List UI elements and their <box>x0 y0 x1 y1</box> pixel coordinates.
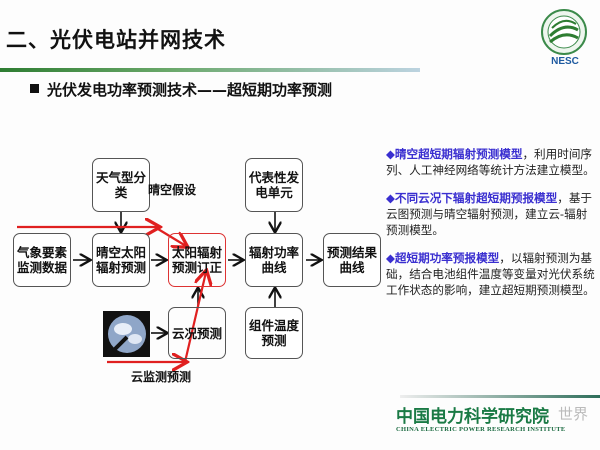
note-text: ，基于云图预测与晴空辐射预测，建立云-辐射预测模型。 <box>386 191 593 237</box>
footer-divider <box>400 395 600 398</box>
section-subtitle: 光伏发电功率预测技术——超短期功率预测 <box>30 79 332 100</box>
footer-org-cn: 中国电力科学研究院 <box>396 407 549 427</box>
watermark: 世界 <box>558 405 589 423</box>
logo-text: NESC <box>551 56 579 67</box>
box-cloud-forecast: 云况预测 <box>168 307 226 359</box>
note-highlight: ◆晴空超短期辐射预测模型 <box>386 147 523 161</box>
note-text: ，以辐射预测为基础，结合电池组件温度等变量对光伏系统工作状态的影响，建立超短期预… <box>386 251 595 297</box>
title-divider <box>0 68 420 72</box>
note-highlight: ◆超短期功率预报模型 <box>386 251 500 265</box>
note-highlight: ◆不同云况下辐射超短期预报模型 <box>386 191 558 205</box>
footer-org-en: CHINA ELECTRIC POWER RESEARCH INSTITUTE <box>396 426 566 433</box>
box-module-temperature: 组件温度预测 <box>245 307 303 359</box>
bullet-square-icon <box>30 84 39 93</box>
red-paths <box>17 227 206 362</box>
note-text: ，利用时间序列、人工神经网络等统计方法建立模型。 <box>386 147 595 177</box>
sky-image-icon <box>103 311 150 357</box>
box-weather-classification: 天气型分类 <box>92 158 150 212</box>
note-item: ◆超短期功率预报模型，以辐射预测为基础，结合电池组件温度等变量对光伏系统工作状态… <box>386 250 596 298</box>
box-meteorological-data: 气象要素监测数据 <box>13 233 71 287</box>
label-cloud-monitoring: 云监测预测 <box>131 370 192 384</box>
notes-panel: ◆晴空超短期辐射预测模型，利用时间序列、人工神经网络等统计方法建立模型。 ◆不同… <box>386 146 596 310</box>
nesc-logo-icon <box>541 9 587 55</box>
label-clear-sky-assumption: 晴空假设 <box>148 183 197 197</box>
note-item: ◆晴空超短期辐射预测模型，利用时间序列、人工神经网络等统计方法建立模型。 <box>386 146 596 178</box>
note-item: ◆不同云况下辐射超短期预报模型，基于云图预测与晴空辐射预测，建立云-辐射预测模型… <box>386 190 596 238</box>
subtitle-text: 光伏发电功率预测技术——超短期功率预测 <box>47 81 333 99</box>
box-result-curve: 预测结果曲线 <box>323 233 381 287</box>
box-radiation-correction: 太阳辐射预测订正 <box>168 233 226 287</box>
box-clear-sky-forecast: 晴空太阳辐射预测 <box>92 233 150 287</box>
box-power-curve: 辐射功率曲线 <box>245 233 303 287</box>
box-representative-unit: 代表性发电单元 <box>245 158 303 212</box>
page-title: 二、光伏电站并网技术 <box>6 28 226 52</box>
